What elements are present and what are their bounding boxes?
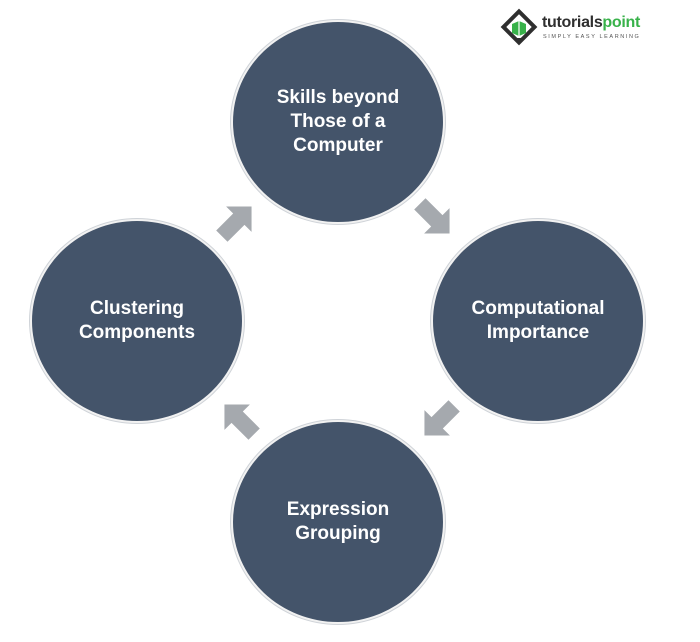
tutorialspoint-logo-icon <box>500 8 538 46</box>
arrow-up-right-icon <box>209 193 265 249</box>
node-clustering-components: Clustering Components <box>30 219 244 423</box>
arrow-down-left-icon <box>411 393 467 449</box>
node-label-right: Computational Importance <box>471 298 605 343</box>
node-computational-importance: Computational Importance <box>431 219 645 423</box>
tutorialspoint-logo: tutorialspoint SIMPLY EASY LEARNING <box>500 8 645 48</box>
logo-wordmark: tutorialspoint <box>542 15 640 31</box>
node-label-top: Skills beyond Those of a Computer <box>276 87 400 156</box>
node-skills-beyond-computer: Skills beyond Those of a Computer <box>231 20 445 224</box>
logo-word-tutorials: tutorials <box>542 14 603 31</box>
logo-word-point: point <box>602 14 641 31</box>
arrow-up-left-icon <box>211 391 267 447</box>
node-label-left: Clustering Components <box>78 298 196 343</box>
arrow-down-right-icon <box>407 191 463 247</box>
node-label-bottom: Expression Grouping <box>286 499 390 544</box>
node-expression-grouping: Expression Grouping <box>231 420 445 624</box>
logo-tagline: SIMPLY EASY LEARNING <box>543 34 641 40</box>
